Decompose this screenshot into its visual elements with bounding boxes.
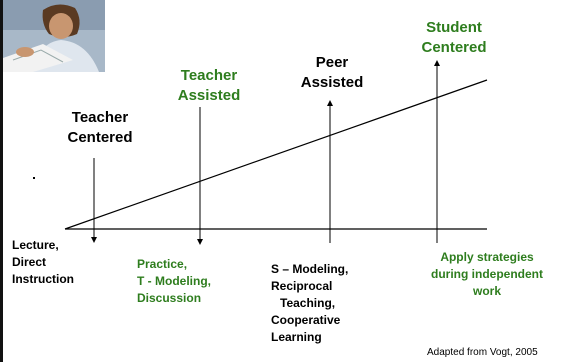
activity-lecture: Lecture, Direct Instruction [12, 237, 74, 288]
activity-line: Direct [12, 255, 47, 269]
activity-line: Learning [271, 330, 322, 344]
activity-line: Teaching, [280, 296, 336, 310]
activity-independent: Apply strategies during independent work [418, 249, 556, 300]
left-border [0, 0, 3, 362]
activity-line: during independent [431, 267, 543, 281]
stage-line: Teacher [71, 109, 129, 126]
activity-line: Lecture, [12, 238, 59, 252]
activity-peer: S – Modeling, Reciprocal Teaching, Coope… [271, 261, 359, 346]
activity-line: Discussion [137, 291, 202, 305]
classroom-photo [3, 0, 105, 72]
activity-line: Practice, [137, 257, 188, 271]
stage-line: Assisted [300, 74, 364, 91]
stray-dot [33, 177, 35, 179]
stage-line: Student [426, 19, 482, 36]
stage-teacher-centered: Teacher Centered [62, 108, 138, 148]
stage-student-centered: Student Centered [412, 18, 496, 58]
activity-practice: Practice, T - Modeling, Discussion [137, 256, 211, 307]
stage-line: Centered [421, 39, 487, 56]
activity-line: T - Modeling, [137, 274, 211, 288]
stage-line: Assisted [177, 87, 241, 104]
activity-line: work [472, 284, 501, 298]
stage-line: Centered [67, 129, 133, 146]
stage-peer-assisted: Peer Assisted [292, 53, 372, 93]
activity-line: Cooperative [271, 313, 341, 327]
stage-line: Teacher [180, 67, 238, 84]
activity-line: Apply strategies [440, 250, 534, 264]
source-credit: Adapted from Vogt, 2005 [427, 347, 538, 358]
activity-line: Instruction [12, 272, 74, 286]
stage-teacher-assisted: Teacher Assisted [169, 66, 249, 106]
activity-line: S – Modeling, [271, 262, 349, 276]
stage-line: Peer [315, 54, 349, 71]
progression-line [64, 79, 488, 230]
activity-line: Reciprocal [271, 279, 333, 293]
